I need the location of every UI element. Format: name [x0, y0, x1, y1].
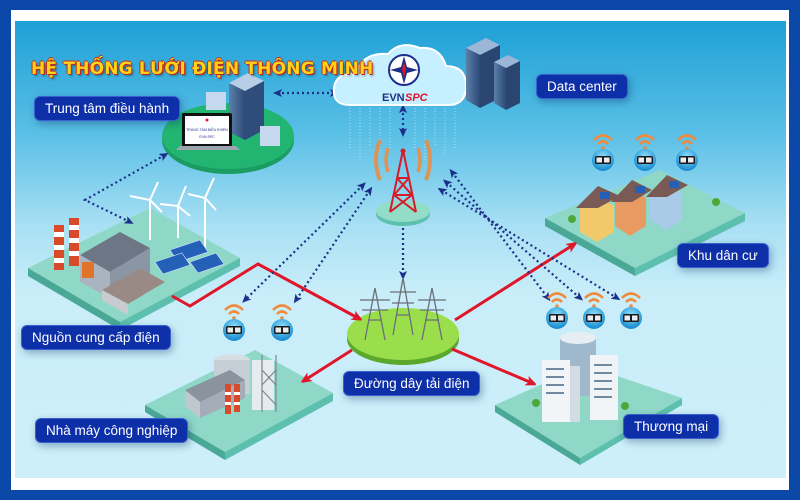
- smart-meter-icon: [634, 134, 656, 171]
- diagram-canvas: EVN SPC TRUNG TÂM ĐIỀU KHIỂN EVN SPC: [15, 21, 786, 478]
- evn-spc-cloud: EVN SPC: [332, 44, 468, 160]
- wifi-icon: [593, 134, 613, 141]
- wind-turbine-icon: [129, 177, 217, 250]
- wifi-icon: [584, 292, 604, 299]
- laptop-icon: TRUNG TÂM ĐIỀU KHIỂN EVN SPC: [176, 113, 240, 150]
- label-transmission: Đường dây tải điện: [343, 371, 481, 396]
- smart-grid-scene: EVN SPC TRUNG TÂM ĐIỀU KHIỂN EVN SPC: [28, 38, 745, 465]
- label-industrial: Nhà máy công nghiệp: [35, 418, 189, 443]
- smart-meter-icon: [546, 292, 568, 329]
- label-data-center: Data center: [536, 74, 628, 99]
- spc-logo-text: SPC: [405, 92, 429, 104]
- office-buildings-icon: [532, 332, 629, 422]
- smart-meter-icon: [620, 292, 642, 329]
- solar-panel-icon: [154, 239, 225, 275]
- smart-meter-icon: [592, 134, 614, 171]
- svg-text:EVN SPC: EVN SPC: [199, 135, 215, 139]
- smart-meter-icon: [676, 134, 698, 171]
- wifi-icon: [224, 304, 244, 311]
- label-power-supply: Nguồn cung cấp điện: [21, 325, 171, 350]
- transmission-platform: [347, 308, 459, 365]
- smart-meter-icon: [223, 304, 245, 341]
- svg-text:TRUNG TÂM ĐIỀU KHIỂN: TRUNG TÂM ĐIỀU KHIỂN: [186, 127, 228, 132]
- smart-meter-icon: [271, 304, 293, 341]
- evn-logo-text: EVN: [382, 92, 405, 104]
- wifi-icon: [635, 134, 655, 141]
- radio-tower-icon: [374, 139, 432, 213]
- power-plant-icon: [54, 218, 165, 315]
- wifi-icon: [621, 292, 641, 299]
- label-control-center: Trung tâm điều hành: [34, 96, 181, 121]
- wifi-icon: [272, 304, 292, 311]
- smart-meters: [223, 134, 698, 341]
- smart-meter-icon: [583, 292, 605, 329]
- factory-icon: [185, 354, 277, 418]
- wifi-icon: [547, 292, 567, 299]
- label-commercial: Thương mại: [623, 414, 720, 439]
- diagram-title: HỆ THỐNG LƯỚI ĐIỆN THÔNG MINH: [31, 59, 374, 79]
- data-links: [82, 89, 621, 304]
- control-center-servers-icon: [206, 73, 280, 146]
- houses-icon: [568, 175, 720, 242]
- label-residential: Khu dân cư: [677, 243, 769, 268]
- wifi-icon: [677, 134, 697, 141]
- transmission-tower-icon: [360, 277, 446, 341]
- data-center-servers-icon: [466, 38, 520, 110]
